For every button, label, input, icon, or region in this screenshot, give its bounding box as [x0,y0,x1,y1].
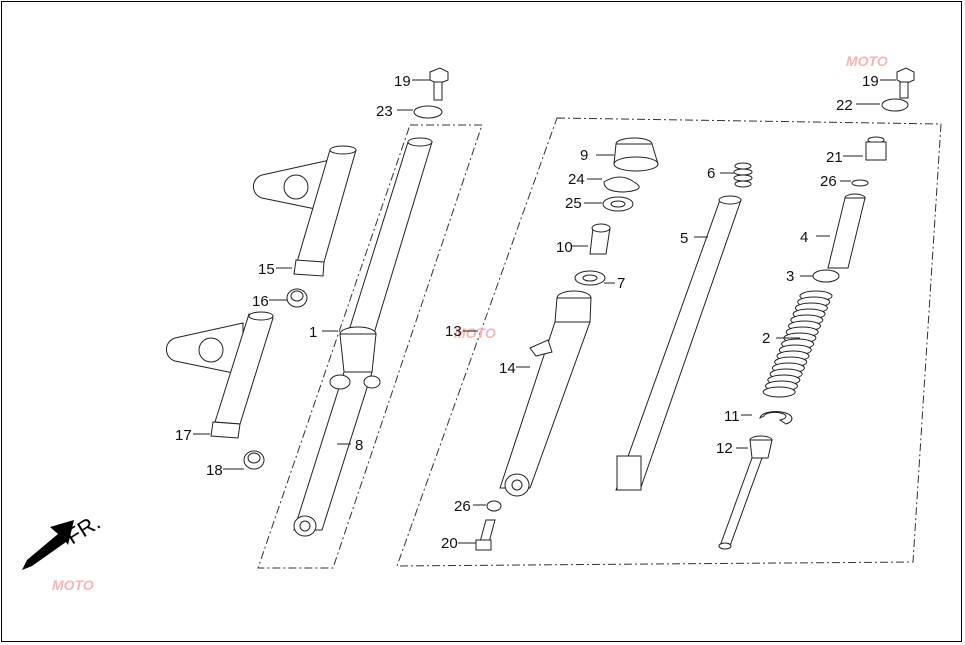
callout-25: 25 [565,195,582,212]
callout-3: 3 [786,268,794,285]
fork-pipe-5 [615,195,742,491]
fork-spring-2 [762,290,833,398]
top-bolt-left [429,67,449,101]
callout-8: 8 [355,437,363,454]
callout-19b: 19 [862,73,879,90]
callout-6: 6 [707,165,715,182]
callout-10: 10 [556,239,573,256]
top-plug-21 [865,136,887,161]
callout-2: 2 [762,330,770,347]
callout-12: 12 [716,440,733,457]
callout-5: 5 [680,230,688,247]
callout-17: 17 [175,427,192,444]
stopper-ring-24 [603,176,640,193]
fork-pipe-1 [345,137,433,341]
washer-23 [413,105,443,119]
watermark-center: MOTO [454,325,496,341]
oil-seal-ring-7 [574,270,606,286]
top-bolt-right [896,67,915,99]
socket-bolt-20 [475,519,496,551]
callout-7: 7 [617,275,625,292]
bushing-16 [286,288,308,308]
callout-26a: 26 [454,498,471,515]
callout-18: 18 [206,462,223,479]
callout-15: 15 [258,261,275,278]
callout-4: 4 [800,229,808,246]
callout-11: 11 [724,408,740,425]
callout-13: 13 [445,323,462,340]
dust-seal-9 [613,137,659,172]
spacer-4 [827,193,866,269]
bushing-18 [243,450,265,470]
damper-rod-12 [718,435,773,550]
callout-20: 20 [441,535,458,552]
front-direction-arrow [22,520,74,570]
oil-seal-25 [602,196,634,212]
callout-14: 14 [499,360,516,377]
bottom-bridge-lower [166,311,274,439]
callout-1: 1 [309,324,317,341]
callout-22: 22 [836,97,853,114]
watermark-top-right: MOTO [846,53,888,69]
fork-right-group-outline [257,124,483,569]
circlip-11 [759,411,793,425]
spring-seat-3 [812,269,840,283]
o-ring-26-top [851,179,869,187]
washer-22 [881,98,909,112]
bottom-bridge-upper [253,145,357,277]
fork-left-group-outline [396,117,942,567]
callout-9: 9 [580,147,588,164]
callout-26b: 26 [820,173,837,190]
callout-16: 16 [252,293,269,310]
fork-outer-tube-8 [293,326,381,537]
callout-leader-lines [193,79,896,544]
callout-21: 21 [826,149,843,166]
watermark-bottom-left: MOTO [52,577,94,593]
callout-23: 23 [376,103,393,120]
o-ring-26-bottom [486,500,502,512]
bottom-case-14 [499,290,592,497]
callout-24: 24 [568,171,585,188]
spring-coil [762,386,796,398]
oil-lock-10 [589,223,611,255]
callout-19a: 19 [394,73,411,90]
rebound-spring-6 [733,162,753,188]
